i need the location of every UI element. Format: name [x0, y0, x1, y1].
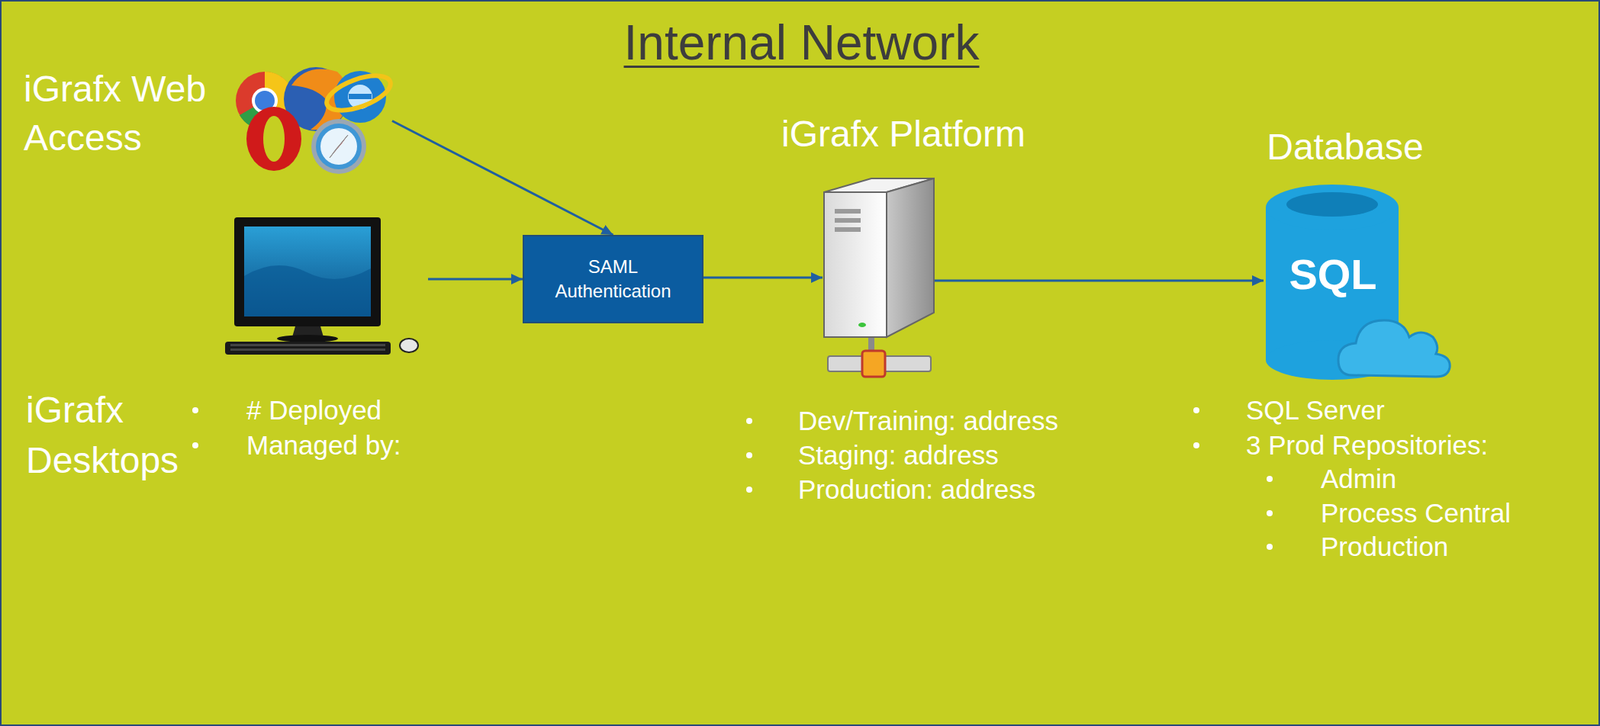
node-detail: Managed by:: [246, 429, 401, 462]
node-heading: SAML Authentication: [537, 254, 690, 304]
node-detail: Process Central: [1320, 497, 1511, 530]
browser-icons-part: [246, 106, 302, 171]
node-detail: Staging: address: [798, 439, 999, 472]
browser-icons-part: [329, 135, 348, 158]
flow-arrow: [428, 278, 523, 281]
node-heading: Database: [1154, 124, 1536, 171]
desktop-computer-part: [244, 265, 371, 317]
node-heading: iGrafx Platform: [712, 111, 1095, 158]
desktop-computer: [225, 217, 419, 355]
bullet-dots-part: [192, 407, 199, 414]
browser-icons-part: [348, 93, 372, 100]
desktop-computer-part: [276, 334, 339, 343]
diagram-title: Internal Network: [624, 15, 980, 71]
bullet-dots: [192, 407, 1273, 551]
browser-node: iGrafx Web Access: [238, 67, 393, 174]
desktop-node: iGrafx Desktops# DeployedManaged by:: [220, 215, 429, 358]
desktop-computer-part: [399, 338, 419, 353]
cloud-shape-part: [1338, 320, 1450, 377]
server-tower: [824, 178, 934, 377]
server-tower-part: [824, 192, 887, 338]
server-node: iGrafx PlatformDev/Training: addressStag…: [822, 174, 935, 381]
desktop-computer-part: [244, 226, 371, 317]
flow-arrow: [392, 121, 614, 236]
bullet-dots-part: [1266, 476, 1273, 483]
bullet-dots-part: [1193, 442, 1200, 449]
desktop-computer-part: [234, 217, 381, 327]
browser-icons-part: [329, 135, 348, 158]
bullet-dots-part: [746, 418, 753, 425]
bullet-dots-part: [746, 486, 753, 493]
browser-icons-part: [315, 123, 362, 170]
node-detail: Production: [1320, 531, 1449, 564]
browser-icons-part: [263, 115, 285, 162]
server-tower-part: [862, 350, 886, 377]
bullet-dots-part: [1266, 510, 1273, 517]
bullet-dots-part: [746, 452, 753, 459]
browser-icons-part: [311, 119, 367, 174]
auth-box: SAML Authentication: [522, 235, 704, 324]
title-wrap: Internal Network: [1, 12, 1600, 74]
node-detail: 3 Prod Repositories:: [1245, 429, 1488, 462]
node-detail: Production: address: [798, 473, 1036, 506]
database-cylinder-part: [1265, 184, 1399, 231]
bullet-dots-part: [192, 442, 199, 449]
flow-arrow: [934, 280, 1264, 283]
flow-arrow: [703, 276, 823, 280]
desktop-computer-part: [225, 341, 391, 355]
bullet-dots-part: [1266, 544, 1273, 551]
node-detail: # Deployed: [246, 394, 382, 427]
server-tower-part: [834, 209, 861, 214]
node-heading: iGrafx Desktops: [25, 385, 190, 487]
node-detail: Dev/Training: address: [798, 405, 1059, 438]
node-heading: iGrafx Web Access: [23, 64, 230, 163]
database-cylinder-part: [1286, 192, 1378, 217]
server-tower-part: [886, 178, 934, 338]
desktop-computer-part: [230, 344, 386, 347]
node-detail: Admin: [1320, 463, 1397, 496]
browser-icons: [235, 67, 396, 174]
browser-icons-part: [321, 68, 395, 118]
browser-icons-part: [320, 128, 358, 165]
bullet-dots-part: [1193, 407, 1200, 414]
cloud-shape: [1338, 320, 1450, 377]
server-tower-part: [834, 227, 861, 232]
node-detail: SQL Server: [1245, 394, 1385, 427]
server-tower-part: [834, 218, 861, 223]
icon-label: SQL: [1256, 250, 1410, 300]
server-tower-part: [858, 322, 866, 328]
desktop-computer-part: [230, 348, 386, 351]
